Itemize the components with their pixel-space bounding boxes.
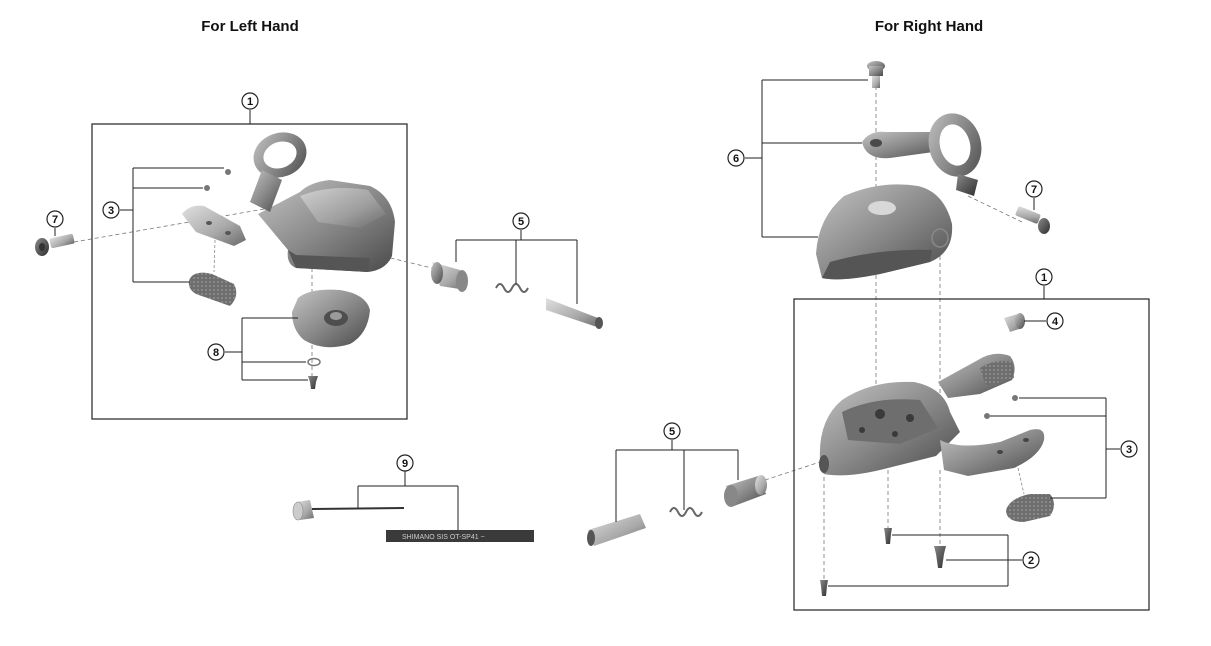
cable-print-text: SHIMANO SIS OT-SP41 ~	[402, 534, 485, 541]
callout-right-assembly: 1	[1035, 268, 1053, 286]
svg-text:4: 4	[1052, 316, 1059, 328]
svg-text:1: 1	[1041, 272, 1047, 284]
svg-text:2: 2	[1028, 555, 1034, 567]
svg-text:3: 3	[108, 205, 114, 217]
left-small-screw-2	[204, 185, 210, 191]
left-mounting-bolt	[35, 233, 75, 256]
svg-text:5: 5	[518, 216, 524, 228]
left-hand-heading: For Left Hand	[201, 18, 299, 35]
left-small-screw-1	[225, 169, 231, 175]
right-shifter-base	[819, 353, 1054, 522]
right-base-screws	[820, 528, 946, 596]
callout-right-lever: 3	[1120, 440, 1138, 458]
callout-right-bolt: 7	[1025, 180, 1043, 198]
callout-left-lever: 3	[102, 201, 120, 219]
left-lever	[182, 205, 246, 306]
left-cable-adjuster	[431, 262, 603, 329]
callout-left-adjuster: 5	[512, 212, 530, 230]
left-hand-group: 1 3 7 5 8	[35, 92, 603, 420]
right-small-screw-2	[984, 413, 990, 419]
callout-cable: 9	[396, 454, 414, 472]
svg-text:3: 3	[1126, 444, 1132, 456]
callout-right-screws: 2	[1022, 551, 1040, 569]
right-top-bolt	[867, 61, 885, 88]
left-shifter-body	[250, 132, 395, 272]
right-clamp-arm	[862, 113, 982, 196]
svg-text:8: 8	[213, 347, 219, 359]
callout-right-cap: 4	[1046, 312, 1064, 330]
right-assembly-box	[793, 298, 1150, 611]
svg-text:1: 1	[247, 96, 253, 108]
right-hand-group: 6 7 1 4 3 5 2	[587, 61, 1150, 611]
callout-left-assembly: 1	[241, 92, 259, 110]
callout-right-adjuster: 5	[663, 422, 681, 440]
shift-cable-group: SHIMANO SIS OT-SP41 ~ 9	[292, 454, 534, 542]
right-small-screw-1	[1012, 395, 1018, 401]
svg-text:7: 7	[1031, 184, 1037, 196]
svg-text:9: 9	[402, 458, 408, 470]
right-mounting-bolt	[1015, 206, 1050, 234]
svg-text:7: 7	[52, 214, 58, 226]
right-cover	[816, 184, 953, 280]
right-cap-bolt	[1004, 313, 1025, 332]
cable-housing	[386, 530, 534, 542]
svg-text:5: 5	[669, 426, 675, 438]
right-cable-adjuster	[587, 475, 767, 546]
svg-text:6: 6	[733, 153, 739, 165]
right-hand-heading: For Right Hand	[875, 18, 983, 35]
callout-left-indicator: 8	[207, 343, 225, 361]
left-indicator-plate	[292, 289, 370, 389]
callout-left-bolt: 7	[46, 210, 64, 228]
callout-right-cover: 6	[727, 149, 745, 167]
